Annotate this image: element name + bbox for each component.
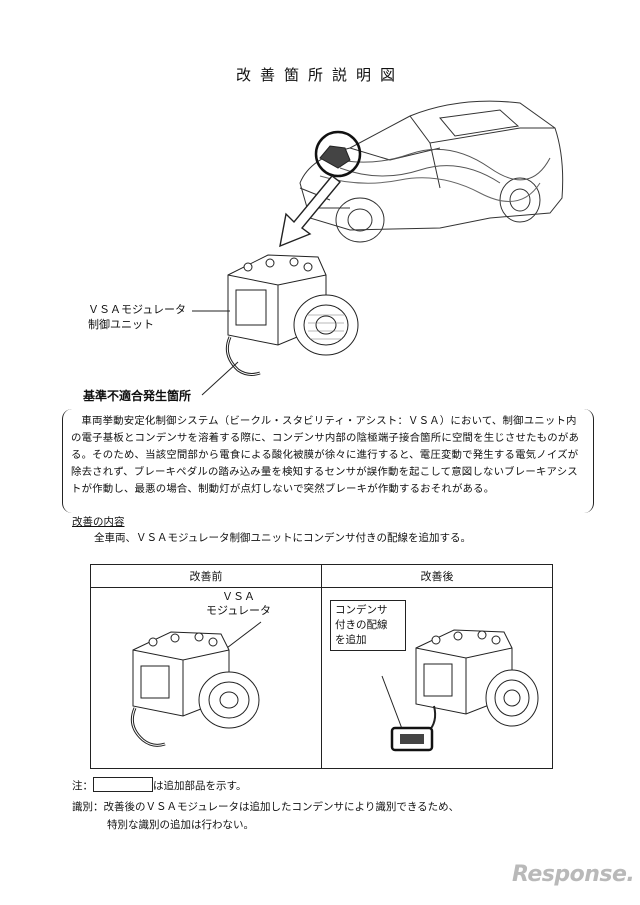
before-vsa-label-line1: ＶＳＡ	[222, 590, 255, 603]
before-vsa-label-line2: モジュレータ	[206, 604, 272, 617]
arrow-icon	[279, 175, 342, 248]
page-title: 改善箇所説明図	[235, 66, 404, 84]
description-text: 車両挙動安定化制御システム（ビークル・スタビリティ・アシスト：ＶＳＡ）において、…	[71, 415, 580, 495]
note-line: 注： は追加部品を示す。	[72, 777, 246, 793]
capacitor-label-line2: 付きの配線	[335, 619, 388, 631]
vsa-modulator-label: ＶＳＡモジュレータ 制御ユニット	[88, 302, 186, 332]
after-cell: コンデンサ 付きの配線 を追加	[322, 588, 552, 768]
vsa-unit-illustration	[225, 254, 359, 376]
capacitor-label-line1: コンデンサ	[335, 604, 388, 616]
note-prefix: 注：	[72, 780, 93, 792]
improvement-heading: 改善の内容	[72, 516, 125, 528]
identification-text: 識別：改善後のＶＳＡモジュレータは追加したコンデンサにより識別できるため、 特別…	[72, 798, 459, 834]
note-suffix: は追加部品を示す。	[153, 780, 247, 792]
before-cell: ＶＳＡ モジュレータ	[91, 588, 321, 768]
capacitor-wiring-label: コンデンサ 付きの配線 を追加	[330, 600, 406, 651]
defect-location-label: 基準不適合発生箇所	[83, 389, 192, 403]
comparison-table: 改善前 改善後 ＶＳＡ モジュレータ	[90, 564, 553, 769]
after-header: 改善後	[321, 564, 553, 588]
vsa-modulator-label-line1: ＶＳＡモジュレータ	[88, 303, 187, 316]
identification-line1: 識別：改善後のＶＳＡモジュレータは追加したコンデンサにより識別できるため、	[72, 801, 460, 813]
improvement-body: 全車両、ＶＳＡモジュレータ制御ユニットにコンデンサ付きの配線を追加する。	[94, 532, 472, 544]
vsa-modulator-label-line2: 制御ユニット	[88, 318, 154, 331]
before-vsa-label: ＶＳＡ モジュレータ	[206, 590, 271, 618]
added-part-legend-box	[93, 777, 153, 792]
leader-lines	[192, 310, 239, 396]
capacitor-label-line3: を追加	[335, 634, 367, 646]
identification-line2: 特別な識別の追加は行わない。	[107, 819, 254, 831]
before-header: 改善前	[90, 564, 322, 588]
description-box: 車両挙動安定化制御システム（ビークル・スタビリティ・アシスト：ＶＳＡ）において、…	[62, 409, 594, 513]
vsa-unit-before-illustration	[130, 621, 262, 747]
vsa-unit-after-illustration	[381, 629, 539, 752]
response-logo: Response.	[512, 862, 635, 887]
